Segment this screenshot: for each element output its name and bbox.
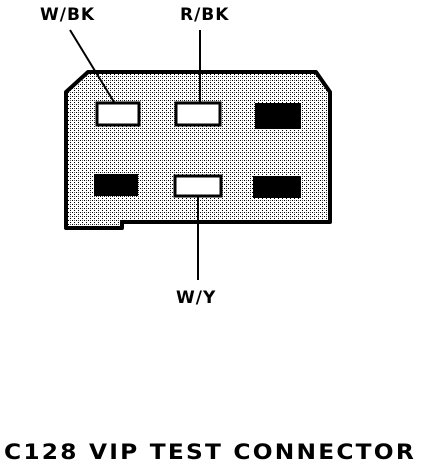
cavity-bottom-right [253, 176, 301, 198]
cavity-top-left [95, 101, 141, 127]
cavity-top-right [255, 103, 301, 129]
wire-label-w-bk: W/BK [40, 5, 95, 25]
wire-label-r-bk: R/BK [180, 5, 229, 25]
cavity-top-center [174, 101, 222, 127]
cavity-bottom-center [173, 174, 223, 198]
wire-leader-w-bk [69, 29, 115, 103]
cavity-bottom-left [94, 174, 138, 196]
diagram-caption: C128 VIP TEST CONNECTOR [4, 440, 416, 464]
wire-label-w-y: W/Y [176, 288, 216, 308]
